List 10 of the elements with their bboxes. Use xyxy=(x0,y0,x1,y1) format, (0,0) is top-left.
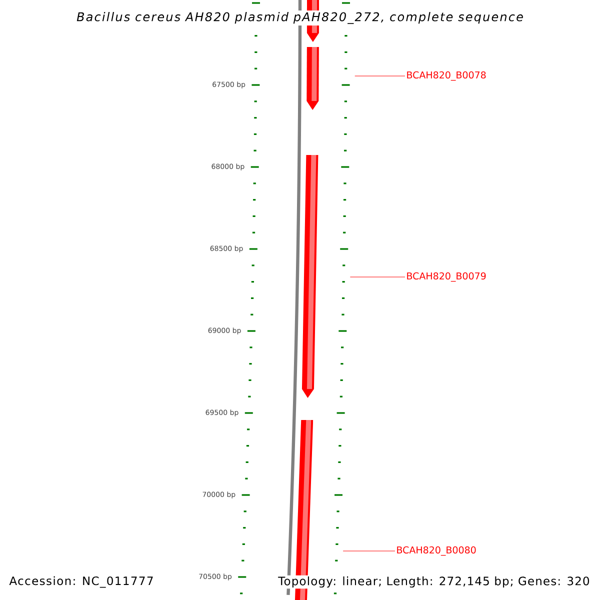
gene-label: BCAH820_B0078 xyxy=(407,71,486,81)
gene-label: BCAH820_B0080 xyxy=(397,546,476,556)
gene-label: BCAH820_B0079 xyxy=(407,272,486,282)
accession-label: Accession: NC_011777 xyxy=(9,576,153,588)
title: Bacillus cereus AH820 plasmid pAH820_272, complete sequence xyxy=(75,10,525,26)
gene-arrow xyxy=(306,47,319,110)
leader-line xyxy=(342,550,396,552)
summary-label: Topology: linear; Length: 272,145 bp; Genes: 320 xyxy=(277,575,591,589)
gene-arrow xyxy=(302,155,318,398)
leader-line xyxy=(350,276,406,278)
